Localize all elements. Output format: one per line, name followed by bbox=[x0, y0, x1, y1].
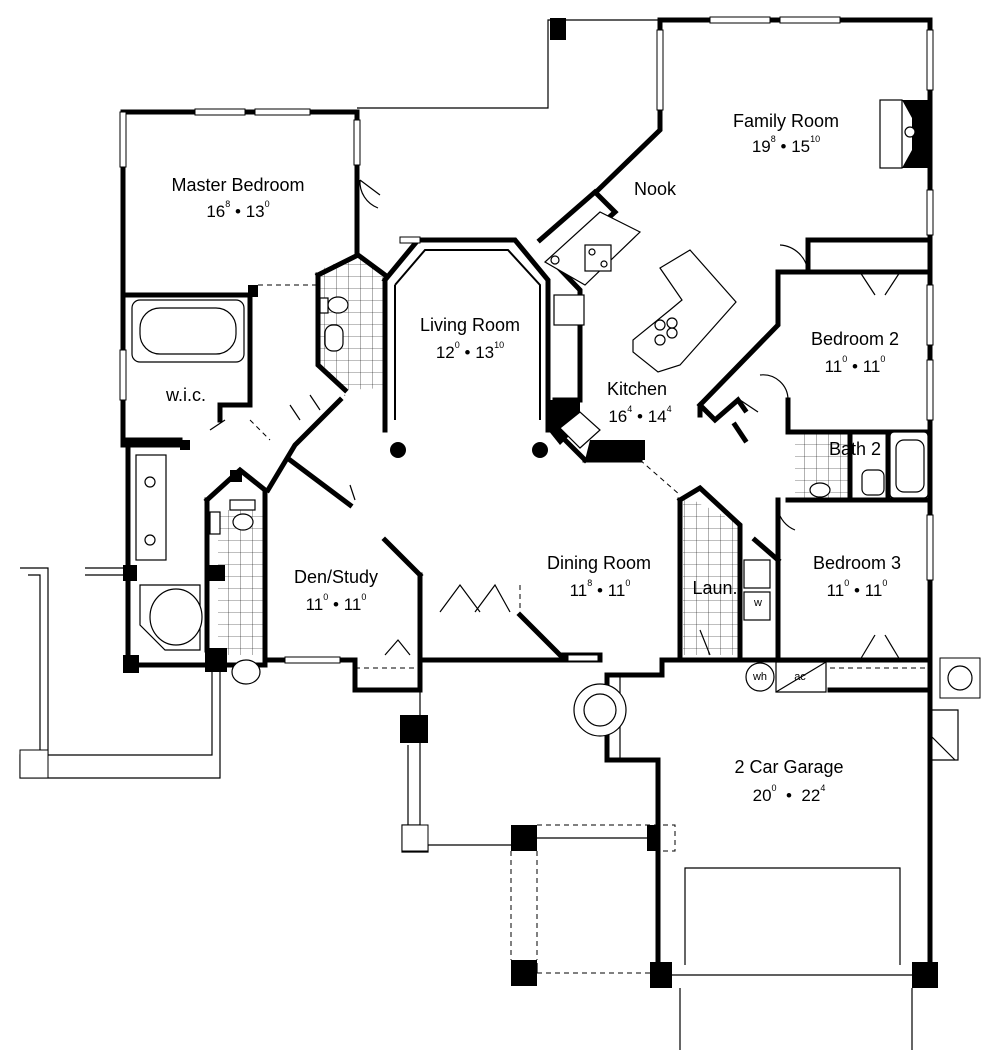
bedroom2-sep: • bbox=[852, 357, 858, 376]
den-study-sep: • bbox=[333, 595, 339, 614]
dining-room-dim-b: 11 bbox=[607, 581, 626, 600]
dining-room-sep: • bbox=[597, 581, 603, 600]
dining-room-dim-a-sup: 8 bbox=[587, 578, 593, 588]
living-room-dim-a: 12 bbox=[435, 343, 455, 362]
bedroom2-dims: 110 • 110 bbox=[824, 355, 886, 376]
den-study-dim-b: 11 bbox=[343, 595, 362, 614]
kitchen-dim-b: 14 bbox=[647, 407, 667, 426]
master-bedroom-dim-a-sup: 8 bbox=[225, 199, 231, 209]
bedroom2-dim-a-sup: 0 bbox=[842, 354, 848, 364]
family-room-dim-b: 15 bbox=[791, 137, 811, 156]
water-heater-label: wh bbox=[752, 671, 768, 683]
kitchen-dim-a-sup: 4 bbox=[627, 404, 633, 414]
den-study-dim-b-sup: 0 bbox=[361, 592, 367, 602]
family-room-dim-a: 19 bbox=[751, 137, 771, 156]
den-study-dim-a-sup: 0 bbox=[323, 592, 329, 602]
den-study-dims: 110 • 110 bbox=[305, 593, 367, 614]
laundry-label: Laun. bbox=[692, 578, 738, 598]
ac-label: ac bbox=[794, 671, 806, 683]
living-room-sep: • bbox=[464, 343, 471, 362]
garage-label: 2 Car Garage bbox=[734, 757, 844, 777]
fixtures bbox=[131, 99, 929, 737]
living-room-dim-b-sup: 10 bbox=[494, 340, 505, 350]
family-room-sep: • bbox=[780, 137, 787, 156]
windows bbox=[119, 16, 934, 664]
kitchen-dim-a: 16 bbox=[608, 407, 628, 426]
garage-sep: • bbox=[786, 786, 792, 805]
bath2-label: Bath 2 bbox=[828, 439, 882, 459]
master-bedroom-dim-a: 16 bbox=[206, 202, 226, 221]
dining-room-dim-b-sup: 0 bbox=[625, 578, 631, 588]
dining-room-dim-a: 11 bbox=[569, 581, 588, 600]
shower-tile bbox=[218, 510, 265, 655]
master-bath-tile bbox=[318, 255, 385, 390]
bedroom3-dim-a-sup: 0 bbox=[844, 578, 850, 588]
kitchen-dim-b-sup: 4 bbox=[666, 404, 672, 414]
columns bbox=[123, 18, 938, 988]
bath2-tile bbox=[795, 432, 850, 500]
family-room-dim-b-sup: 10 bbox=[810, 134, 821, 144]
dining-room-label: Dining Room bbox=[546, 553, 652, 573]
kitchen-sep: • bbox=[637, 407, 643, 426]
wic-label: w.i.c. bbox=[165, 385, 207, 405]
garage-dims: 200 • 224 bbox=[752, 784, 826, 805]
doors bbox=[209, 179, 956, 761]
washer-label: w bbox=[754, 597, 762, 609]
living-room-dim-b: 13 bbox=[475, 343, 495, 362]
family-room-dims: 198 • 1510 bbox=[751, 135, 820, 156]
living-room-dim-a-sup: 0 bbox=[454, 340, 460, 350]
bedroom2-dim-b-sup: 0 bbox=[880, 354, 886, 364]
master-bedroom-dim-b: 13 bbox=[245, 202, 265, 221]
garage-dim-a: 20 bbox=[752, 786, 772, 805]
bedroom2-label: Bedroom 2 bbox=[810, 329, 900, 349]
living-room-dims: 120 • 1310 bbox=[435, 341, 504, 362]
garage-dim-a-sup: 0 bbox=[771, 783, 777, 793]
den-study-label: Den/Study bbox=[293, 567, 379, 587]
bedroom2-dim-a: 11 bbox=[824, 357, 843, 376]
master-bedroom-dim-b-sup: 0 bbox=[264, 199, 270, 209]
bedroom3-dim-b: 11 bbox=[864, 581, 883, 600]
family-room-dim-a-sup: 8 bbox=[770, 134, 776, 144]
garage-dim-b-sup: 4 bbox=[820, 783, 826, 793]
bedroom3-dim-a: 11 bbox=[826, 581, 845, 600]
kitchen-label: Kitchen bbox=[606, 379, 668, 399]
kitchen-dims: 164 • 144 bbox=[608, 405, 671, 426]
dining-room-dims: 118 • 110 bbox=[569, 579, 631, 600]
porches bbox=[19, 567, 981, 1050]
family-room-label: Family Room bbox=[732, 111, 840, 131]
master-bedroom-sep: • bbox=[235, 202, 241, 221]
bedroom3-dim-b-sup: 0 bbox=[882, 578, 888, 588]
bedroom3-label: Bedroom 3 bbox=[812, 553, 902, 573]
laundry-tile bbox=[683, 495, 742, 655]
bedroom3-dims: 110 • 110 bbox=[826, 579, 888, 600]
nook-label: Nook bbox=[633, 179, 677, 199]
garage-dim-b: 22 bbox=[801, 786, 821, 805]
master-bedroom-dims: 168 • 130 bbox=[206, 200, 269, 221]
bedroom3-sep: • bbox=[854, 581, 860, 600]
bedroom2-dim-b: 11 bbox=[862, 357, 881, 376]
living-room-label: Living Room bbox=[419, 315, 521, 335]
den-study-dim-a: 11 bbox=[305, 595, 324, 614]
master-bedroom-label: Master Bedroom bbox=[171, 175, 305, 195]
